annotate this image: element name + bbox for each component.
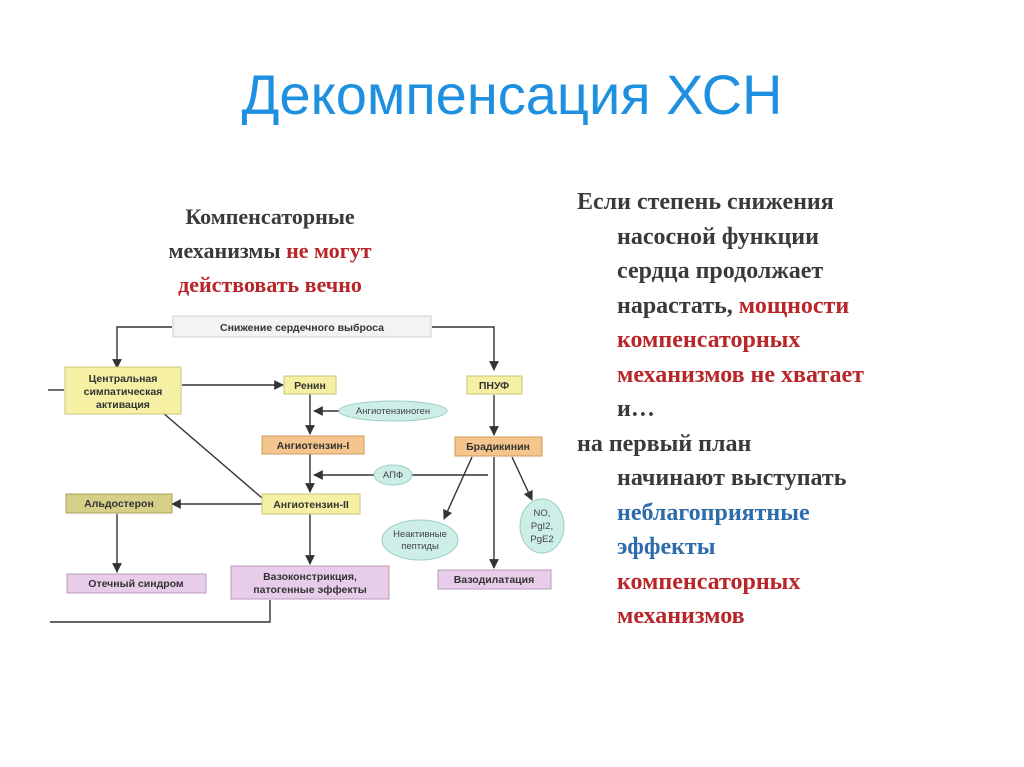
diagram-labels: Снижение сердечного выброса Центральная …: [84, 322, 554, 596]
right-text-line: нарастать, мощности: [577, 289, 1017, 324]
right-text-emphasis-line: неблагоприятные: [617, 499, 810, 526]
no-label-2: PgI2,: [531, 521, 553, 532]
right-text-emphasis-line: компенсаторных: [617, 327, 801, 353]
arrow-angiotensin2-to-central: [147, 399, 263, 499]
right-text-emphasis-line: эффекты: [617, 534, 716, 560]
pnuf-label: ПНУФ: [479, 380, 509, 392]
left-heading-line: Компенсаторные: [185, 204, 355, 229]
vasodilation-box: [437, 569, 552, 590]
left-heading-line: механизмы не могут: [70, 234, 470, 268]
connector-lines: [48, 326, 533, 623]
renin-box: [283, 375, 337, 395]
central-label-3: активация: [96, 399, 150, 411]
right-text-emphasis-line: механизмов: [617, 603, 745, 629]
left-heading-emphasis-line: действовать вечно: [178, 272, 362, 297]
edema-label: Отечный синдром: [88, 578, 184, 590]
no-label-1: NO,: [534, 508, 551, 519]
line-feedback-bottom: [50, 600, 271, 623]
right-explanation: Если степень снижения насосной функции с…: [577, 185, 1017, 634]
bradykinin-box: [454, 436, 543, 457]
apf-ellipse: [373, 464, 413, 486]
central-activation-box: [64, 366, 182, 415]
right-text-segment: нарастать,: [617, 292, 739, 319]
right-text-line: и…: [617, 396, 655, 422]
left-heading-emphasis: не могут: [286, 238, 372, 263]
angiotensin1-box: [261, 435, 365, 455]
arrow-bradykinin-to-inactive: [443, 456, 473, 520]
angiotensin1-label: Ангиотензин-I: [277, 440, 350, 452]
left-heading: Компенсаторные механизмы не могут действ…: [70, 200, 470, 302]
no-ellipse: [519, 498, 565, 554]
inactive-peptides-ellipse: [381, 519, 459, 561]
angiotensin2-label: Ангиотензин-II: [273, 499, 349, 511]
vasoconstriction-box: [230, 565, 390, 600]
arrow-bradykinin-to-no: [511, 456, 533, 501]
arrow-output-to-pnuf: [432, 326, 499, 371]
aldosterone-label: Альдостерон: [84, 498, 154, 510]
angiotensin2-box: [261, 493, 361, 515]
right-text-emphasis-line: компенсаторных: [617, 568, 801, 595]
cardiac-output-label: Снижение сердечного выброса: [220, 322, 384, 334]
right-text-line: на первый план: [577, 430, 752, 457]
central-label-2: симпатическая: [84, 386, 163, 398]
left-heading-text: механизмы: [168, 238, 287, 263]
right-text-line: насосной функции: [617, 223, 819, 250]
renin-label: Ренин: [294, 380, 326, 392]
right-text-emphasis: мощности: [738, 292, 850, 319]
cardiac-output-box: [172, 315, 432, 338]
arrow-output-to-central: [112, 326, 172, 369]
right-text-emphasis-line: механизмов не хватает: [617, 361, 864, 388]
bradykinin-label: Брадикинин: [466, 441, 530, 453]
inactive-label-2: пептиды: [401, 541, 439, 552]
angiotensinogen-label: Ангиотензиноген: [356, 406, 430, 417]
diagram-boxes: [64, 315, 565, 600]
vasoconstriction-label-1: Вазоконстрикция,: [263, 571, 357, 583]
right-text-line: начинают выступать: [617, 465, 847, 491]
pnuf-box: [466, 375, 523, 395]
right-text-line: сердца продолжает: [617, 258, 824, 284]
slide-title: Декомпенсация ХСН: [241, 63, 783, 126]
angiotensinogen-ellipse: [338, 400, 448, 422]
apf-label: АПФ: [383, 470, 403, 481]
inactive-label-1: Неактивные: [393, 529, 447, 540]
vasodilation-label: Вазодилатация: [454, 574, 534, 586]
no-label-3: PgE2: [530, 534, 553, 545]
vasoconstriction-label-2: патогенные эффекты: [253, 584, 366, 596]
aldosterone-box: [65, 493, 173, 514]
right-text-line: Если степень снижения: [577, 189, 834, 215]
edema-box: [66, 573, 207, 594]
central-label-1: Центральная: [89, 373, 158, 385]
